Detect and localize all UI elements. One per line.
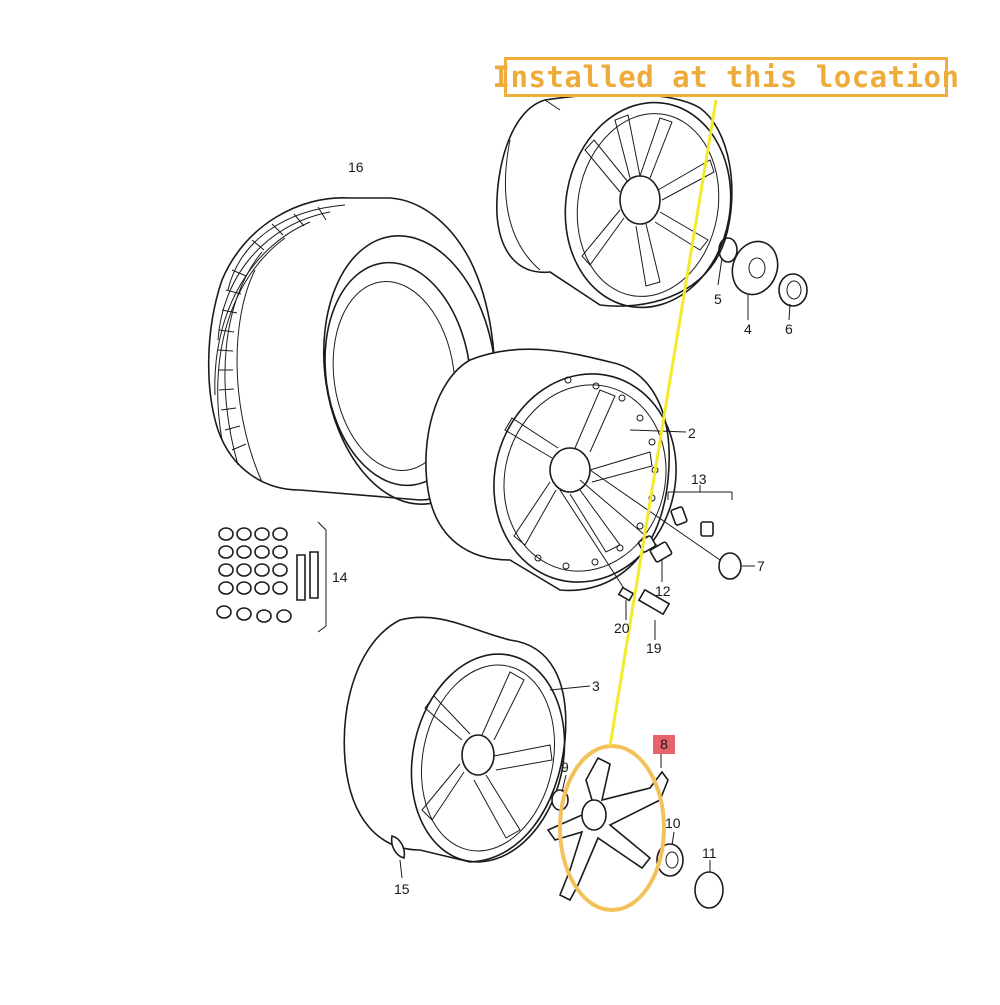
- pointer-line: [608, 99, 718, 747]
- spoke-center-trim-part: [546, 754, 669, 902]
- cap-disc-lower-part: [694, 860, 724, 909]
- emblem-cap-top-part: [778, 273, 808, 321]
- label-9: 9: [561, 759, 569, 775]
- clip-ring-part: [717, 237, 738, 286]
- wheel-lower-illustration: [343, 616, 591, 879]
- label-20: 20: [614, 620, 630, 636]
- wheel-top-illustration: [496, 93, 733, 309]
- label-5: 5: [714, 291, 722, 307]
- label-6: 6: [785, 321, 793, 337]
- label-13: 13: [691, 471, 707, 487]
- bolt-cap-set-part: [216, 521, 327, 633]
- wheel-middle-illustration: [425, 348, 721, 592]
- center-cap-cover-part: [731, 240, 779, 320]
- highlight-ellipse: [558, 744, 666, 912]
- locking-bolt-set-part: [667, 485, 733, 537]
- callout-text: Installed at this location: [492, 60, 960, 94]
- label-7: 7: [757, 558, 765, 574]
- cap-disc-part: [718, 552, 755, 580]
- label-14: 14: [332, 569, 348, 585]
- label-10: 10: [665, 815, 681, 831]
- label-12: 12: [655, 583, 671, 599]
- tire-illustration: [207, 197, 498, 506]
- label-16: 16: [348, 159, 364, 175]
- valve-parts: [617, 586, 671, 640]
- label-11: 11: [702, 845, 717, 861]
- label-2: 2: [688, 425, 696, 441]
- label-8-highlighted: 8: [653, 735, 675, 754]
- label-15: 15: [394, 881, 410, 897]
- callout-box: Installed at this location: [493, 57, 959, 97]
- label-3: 3: [592, 678, 600, 694]
- label-19: 19: [646, 640, 662, 656]
- label-4: 4: [744, 321, 752, 337]
